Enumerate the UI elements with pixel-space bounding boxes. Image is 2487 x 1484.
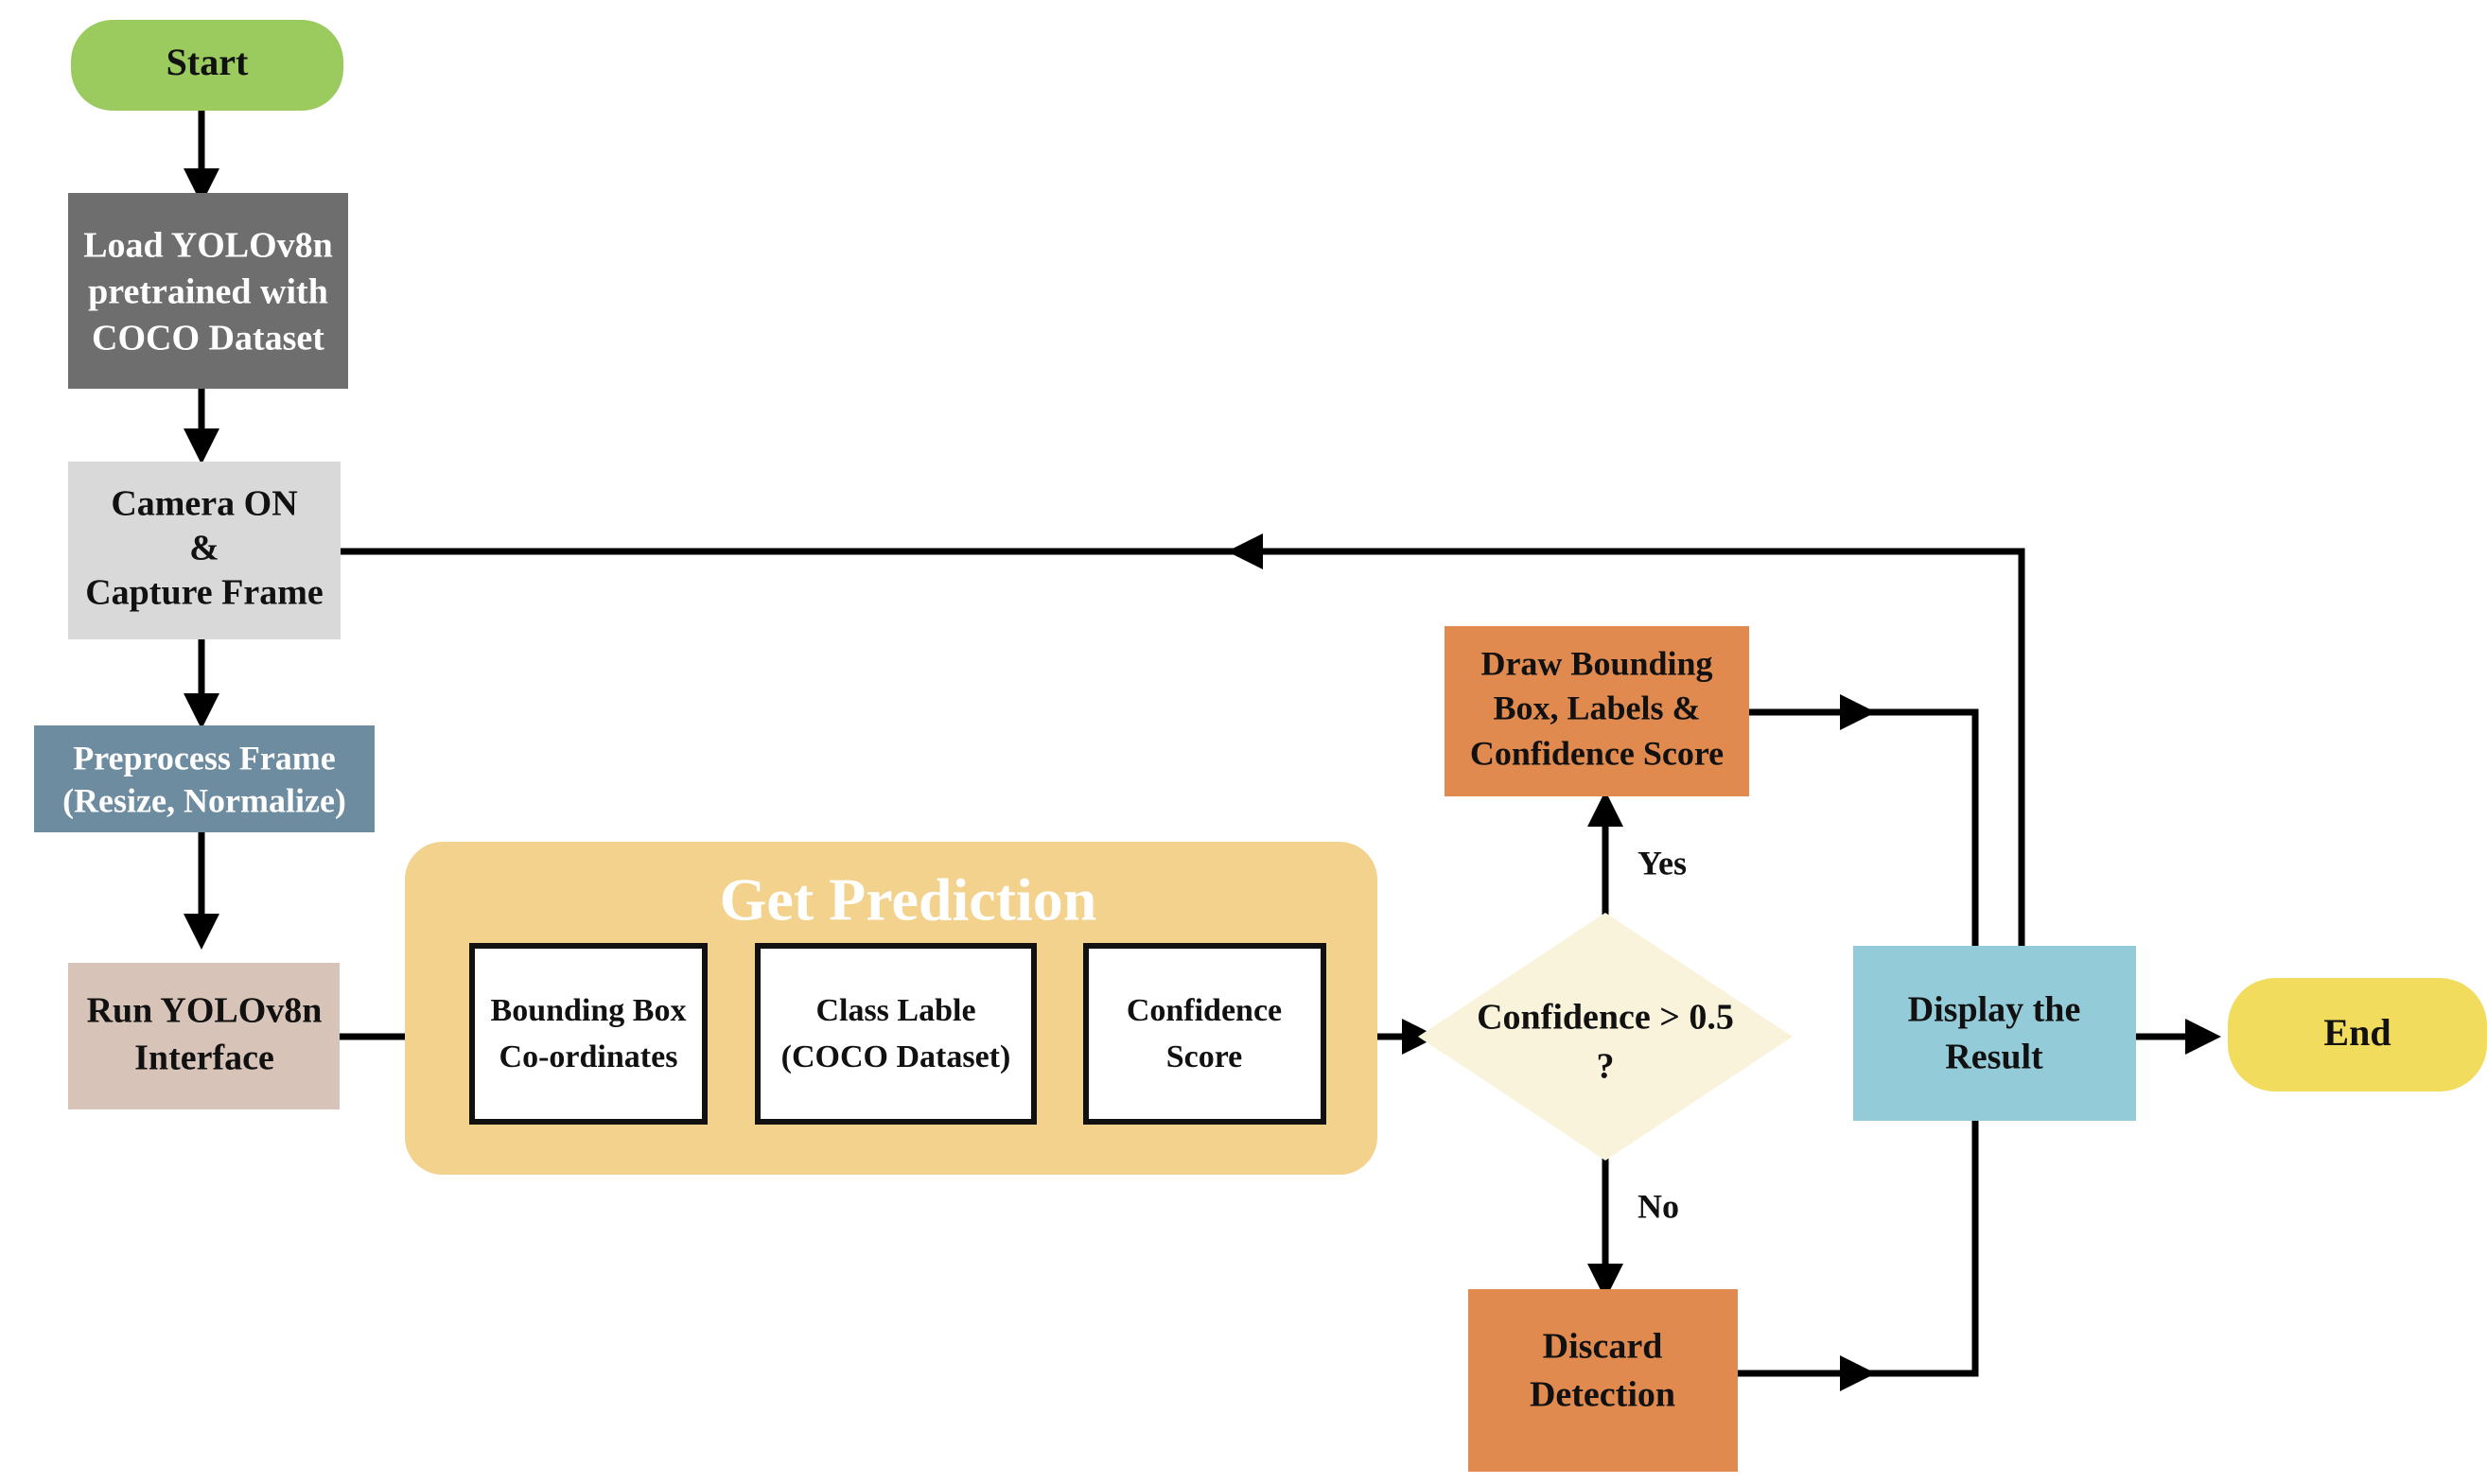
node-decision-line-1: Confidence > 0.5: [1477, 998, 1734, 1038]
edge-label-yes: Yes: [1638, 844, 1687, 882]
node-class-label-line-2: (COCO Dataset): [781, 1039, 1011, 1074]
edge-discard-to-display: [1735, 1121, 1979, 1391]
node-preprocess[interactable]: Preprocess Frame (Resize, Normalize): [34, 725, 375, 832]
node-preprocess-line-2: (Resize, Normalize): [62, 781, 346, 819]
node-bbox-line-2: Co-ordinates: [499, 1039, 678, 1074]
node-bbox-line-1: Bounding Box: [491, 993, 687, 1028]
node-confidence-score-line-2: Score: [1166, 1039, 1243, 1074]
node-display-line-2: Result: [1945, 1038, 2043, 1077]
node-preprocess-line-1: Preprocess Frame: [73, 739, 336, 777]
node-class-label[interactable]: Class Lable (COCO Dataset): [755, 943, 1037, 1125]
node-draw-box-line-3: Confidence Score: [1470, 734, 1724, 772]
node-discard-line-2: Detection: [1530, 1375, 1675, 1415]
node-end-label: End: [2323, 1011, 2391, 1054]
node-start-label: Start: [166, 41, 249, 83]
node-confidence-score[interactable]: Confidence Score: [1083, 943, 1326, 1125]
node-run-inference-line-2: Interface: [134, 1039, 274, 1078]
node-display-line-1: Display the: [1908, 990, 2081, 1030]
edge-draw-box-to-display: [1749, 694, 1979, 952]
node-load-model-line-2: pretrained with: [88, 272, 328, 312]
node-load-model-line-1: Load YOLOv8n: [83, 226, 333, 266]
node-draw-box-line-2: Box, Labels &: [1493, 689, 1700, 726]
node-class-label-line-1: Class Lable: [815, 993, 975, 1028]
node-decision-line-2: ?: [1597, 1047, 1615, 1087]
node-run-inference[interactable]: Run YOLOv8n Interface: [68, 963, 340, 1109]
node-decision-confidence[interactable]: Confidence > 0.5 ?: [1418, 913, 1793, 1161]
node-draw-bounding-box[interactable]: Draw Bounding Box, Labels & Confidence S…: [1445, 626, 1749, 796]
node-confidence-score-line-1: Confidence: [1127, 993, 1282, 1028]
node-load-model-line-3: COCO Dataset: [92, 319, 324, 358]
node-camera-line-2: &: [189, 529, 219, 568]
edge-label-no: No: [1638, 1187, 1679, 1225]
edge-decision-to-discard-no: [1587, 1154, 1623, 1300]
node-display-result[interactable]: Display the Result: [1853, 946, 2136, 1121]
edge-preprocess-to-run-infer: [184, 832, 219, 950]
node-load-model[interactable]: Load YOLOv8n pretrained with COCO Datase…: [68, 193, 348, 389]
node-camera[interactable]: Camera ON & Capture Frame: [68, 462, 341, 639]
node-run-inference-line-1: Run YOLOv8n: [87, 991, 323, 1031]
node-discard-detection[interactable]: Discard Detection: [1468, 1289, 1738, 1472]
node-discard-line-1: Discard: [1543, 1327, 1663, 1367]
node-camera-line-1: Camera ON: [111, 484, 297, 524]
group-title-get-prediction: Get Prediction: [720, 866, 1097, 934]
edge-display-to-camera-feedback: [341, 533, 2025, 952]
node-end[interactable]: End: [2228, 978, 2487, 1091]
edge-display-to-end: [2136, 1019, 2221, 1055]
edge-decision-to-draw-box-yes: [1587, 791, 1623, 919]
node-draw-box-line-1: Draw Bounding: [1480, 644, 1712, 682]
edge-start-to-load-model: [184, 111, 219, 204]
edge-camera-to-preprocess: [184, 639, 219, 729]
node-start[interactable]: Start: [71, 20, 343, 111]
node-bounding-box-coordinates[interactable]: Bounding Box Co-ordinates: [469, 943, 708, 1125]
node-camera-line-3: Capture Frame: [85, 573, 324, 613]
